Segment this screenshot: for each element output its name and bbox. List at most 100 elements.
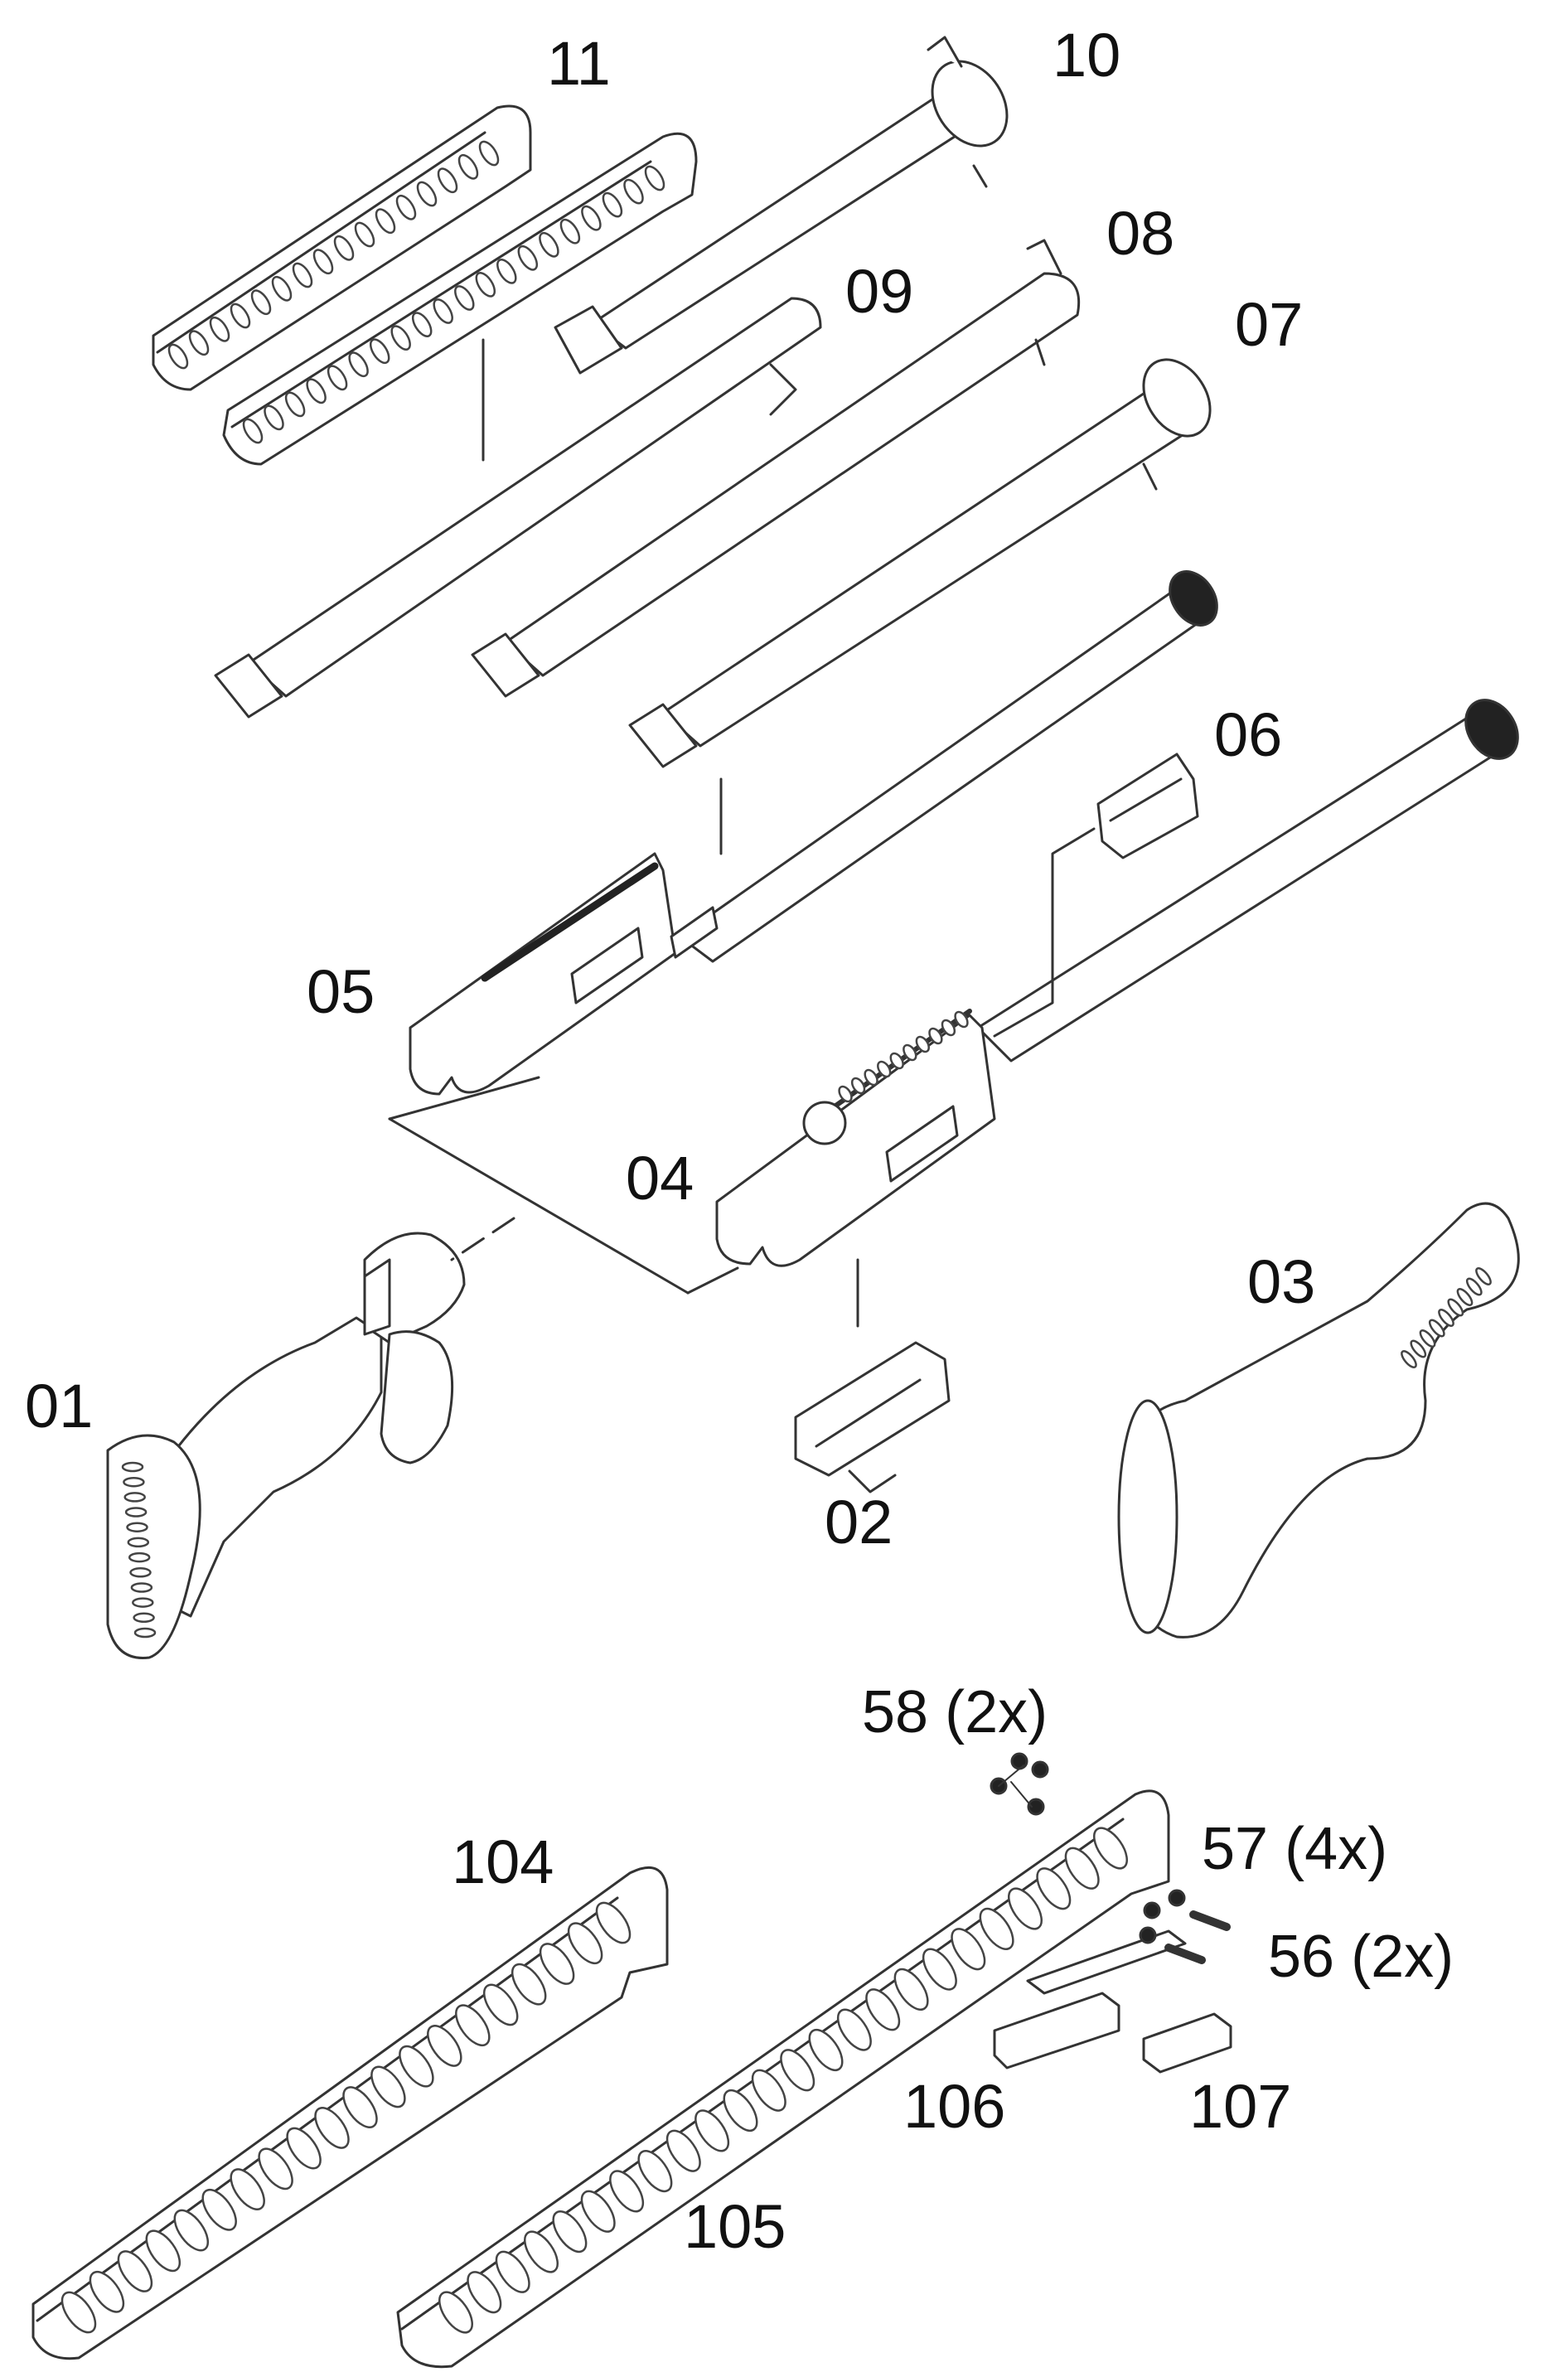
label-part-03: 03 <box>1247 1247 1316 1316</box>
slot-hole <box>751 2069 786 2112</box>
slot-hole <box>623 178 644 205</box>
leader-lines <box>388 338 1096 1328</box>
slot-hole <box>1456 1288 1474 1306</box>
slot-hole <box>694 2109 730 2152</box>
slot-hole <box>478 140 500 167</box>
slot-hole <box>864 1068 878 1087</box>
slot-hole <box>889 1052 904 1070</box>
magazine-tube-lower <box>976 699 1519 1063</box>
part-02-trigger-group <box>794 1341 951 1493</box>
slot-hole <box>454 285 475 311</box>
slot-hole <box>117 2250 153 2292</box>
slot-hole <box>1447 1298 1464 1317</box>
slot-hole <box>1428 1319 1445 1338</box>
part-08-barrel <box>471 239 1081 698</box>
slot-hole <box>893 1968 929 2011</box>
slot-hole <box>284 391 306 418</box>
slot-hole <box>495 2250 530 2293</box>
slot-hole <box>242 418 264 444</box>
label-part-08: 08 <box>1106 199 1175 268</box>
slot-hole <box>865 1988 901 2031</box>
slot-hole <box>333 235 355 261</box>
slot-hole <box>838 1085 853 1103</box>
slot-hole <box>567 1922 603 1965</box>
slot-hole <box>665 2129 701 2172</box>
magazine-tube-upper <box>678 570 1218 963</box>
slot-hole <box>915 1035 930 1053</box>
slot-hole <box>188 330 210 356</box>
slot-hole <box>1401 1350 1417 1368</box>
slot-hole <box>327 365 348 391</box>
slot-hole <box>128 1551 151 1563</box>
slot-hole <box>1465 1277 1483 1296</box>
slot-hole <box>954 1010 969 1029</box>
slot-hole <box>312 249 334 275</box>
heat-shield-perforations <box>60 1827 1128 2334</box>
slot-hole <box>124 1507 148 1518</box>
slot-hole <box>250 289 272 316</box>
slot-hole <box>173 2209 210 2252</box>
slot-hole <box>306 378 327 404</box>
slot-hole <box>230 2168 265 2210</box>
label-part-105: 105 <box>684 2192 786 2261</box>
slot-hole <box>1410 1339 1427 1358</box>
slot-hole <box>132 1597 154 1608</box>
slot-hole <box>455 2004 491 2047</box>
part-03-checkering <box>1401 1267 1492 1368</box>
slot-hole <box>390 325 411 351</box>
slot-hole <box>342 2086 378 2128</box>
slot-hole <box>133 1627 157 1639</box>
slot-hole <box>595 1901 632 1944</box>
slot-hole <box>438 2291 473 2334</box>
part-04-receiver <box>715 1009 996 1267</box>
slot-hole <box>581 205 602 231</box>
slot-hole <box>580 2190 616 2233</box>
part-10-barrel <box>554 36 1009 375</box>
slot-hole <box>123 1492 146 1503</box>
part-09-barrel <box>214 297 822 719</box>
part-11-perforations <box>167 140 665 444</box>
slot-hole <box>60 2291 97 2334</box>
slot-hole <box>89 2270 125 2313</box>
slot-hole <box>130 1582 153 1593</box>
slot-hole <box>951 1928 986 1971</box>
slot-hole <box>129 1567 152 1578</box>
slot-hole <box>475 272 496 298</box>
slot-hole <box>808 2028 844 2072</box>
label-part-11: 11 <box>547 29 611 98</box>
part-107-mount-block <box>1142 2012 1232 2074</box>
slot-hole <box>903 1043 917 1062</box>
slot-hole <box>524 2230 559 2273</box>
slot-hole <box>539 231 559 258</box>
slot-hole <box>123 1476 145 1488</box>
slot-hole <box>780 2049 815 2092</box>
label-part-107: 107 <box>1189 2072 1292 2141</box>
slot-hole <box>399 2045 434 2088</box>
slot-hole <box>457 153 479 180</box>
label-part-01: 01 <box>25 1372 94 1440</box>
label-part-07: 07 <box>1235 290 1304 359</box>
slot-hole <box>482 1983 519 2026</box>
label-part-04: 04 <box>626 1144 694 1213</box>
slot-hole <box>286 2127 322 2170</box>
part-03-stock <box>1117 1202 1520 1639</box>
slot-hole <box>1064 1847 1100 1890</box>
slot-hole <box>271 275 293 302</box>
part-06-bolt <box>1096 753 1199 859</box>
slot-hole <box>1093 1827 1128 1870</box>
slot-hole <box>979 1907 1014 1950</box>
slot-hole <box>126 1522 148 1532</box>
label-part-57: 57 (4x) <box>1202 1816 1388 1882</box>
slot-hole <box>1008 1887 1043 1930</box>
slot-hole <box>348 351 369 378</box>
label-part-10: 10 <box>1053 21 1121 90</box>
slot-hole <box>167 343 189 370</box>
slot-hole <box>552 2210 588 2253</box>
fasteners-56-57-58 <box>990 1752 1231 1964</box>
slot-hole <box>127 1537 150 1548</box>
slot-hole <box>1419 1329 1436 1348</box>
part-05-receiver <box>409 852 719 1096</box>
slot-hole <box>121 1461 144 1473</box>
